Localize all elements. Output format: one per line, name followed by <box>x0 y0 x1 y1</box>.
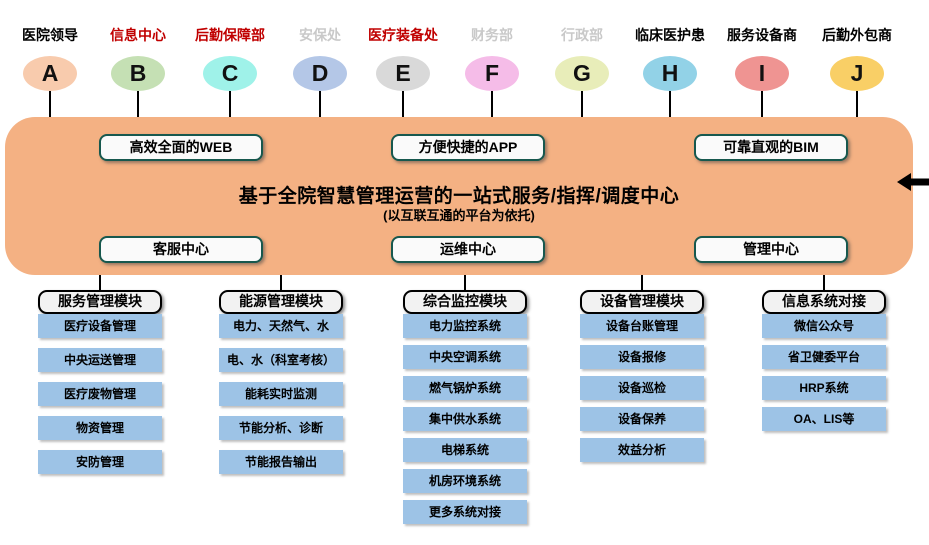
connector-line <box>464 275 466 290</box>
actor-medical-equipment-dept: 医疗装备处 E <box>353 27 453 118</box>
module-item: 省卫健委平台 <box>762 345 886 369</box>
connector-line <box>402 91 404 118</box>
connector-line <box>669 91 671 118</box>
actor-hospital-leadership: 医院领导 A <box>0 27 100 118</box>
actor-label: 行政部 <box>561 27 603 43</box>
actor-label: 医疗装备处 <box>368 27 438 43</box>
connector-line <box>319 91 321 118</box>
actor-ellipse: G <box>555 56 609 91</box>
connector-line <box>581 91 583 118</box>
actor-label: 服务设备商 <box>727 27 797 43</box>
module-item: 集中供水系统 <box>403 407 527 431</box>
actor-ellipse: I <box>735 56 789 91</box>
actor-logistics-outsourcing-vendor: 后勤外包商 J <box>807 27 907 118</box>
module-item: 效益分析 <box>580 438 704 462</box>
platform-subtitle: (以互联互通的平台为依托) <box>383 208 535 223</box>
column-information-system-integration: 信息系统对接 微信公众号 省卫健委平台 HRP系统 OA、LIS等 <box>762 290 886 431</box>
actor-ellipse: F <box>465 56 519 91</box>
module-item: 设备保养 <box>580 407 704 431</box>
module-item: 电力监控系统 <box>403 314 527 338</box>
module-item: 节能报告输出 <box>219 450 343 474</box>
operation-maintenance-center-button: 运维中心 <box>391 236 545 263</box>
module-item: 电力、天然气、水 <box>219 314 343 338</box>
actor-ellipse: D <box>293 56 347 91</box>
module-item: 电、水（科室考核） <box>219 348 343 372</box>
connector-line <box>641 275 643 290</box>
actor-label: 后勤外包商 <box>822 27 892 43</box>
actor-logistics-support: 后勤保障部 C <box>180 27 280 118</box>
actor-information-center: 信息中心 B <box>88 27 188 118</box>
management-center-button: 管理中心 <box>694 236 848 263</box>
column-header: 能源管理模块 <box>219 290 343 314</box>
actor-ellipse: J <box>830 56 884 91</box>
actor-label: 后勤保障部 <box>195 27 265 43</box>
module-item: 节能分析、诊断 <box>219 416 343 440</box>
module-item: 更多系统对接 <box>403 500 527 524</box>
web-button: 高效全面的WEB <box>99 134 263 161</box>
module-item: 设备巡检 <box>580 376 704 400</box>
bim-button: 可靠直观的BIM <box>694 134 848 161</box>
left-arrow-icon <box>897 173 929 191</box>
column-header: 综合监控模块 <box>403 290 527 314</box>
connector-line <box>229 91 231 118</box>
customer-service-center-button: 客服中心 <box>99 236 263 263</box>
module-item: 医疗设备管理 <box>38 314 162 338</box>
actor-label: 医院领导 <box>22 27 78 43</box>
connector-line <box>856 91 858 118</box>
connector-line <box>823 275 825 290</box>
module-item: 中央空调系统 <box>403 345 527 369</box>
actor-ellipse: A <box>23 56 77 91</box>
column-service-management: 服务管理模块 医疗设备管理 中央运送管理 医疗废物管理 物资管理 安防管理 <box>38 290 162 474</box>
actor-administration-dept: 行政部 G <box>532 27 632 118</box>
connector-line <box>761 91 763 118</box>
connector-line <box>137 91 139 118</box>
connector-line <box>280 275 282 290</box>
actor-ellipse: B <box>111 56 165 91</box>
module-item: HRP系统 <box>762 376 886 400</box>
actor-label: 信息中心 <box>110 27 166 43</box>
actor-ellipse: E <box>376 56 430 91</box>
connector-line <box>49 91 51 118</box>
app-button: 方便快捷的APP <box>391 134 545 161</box>
module-item: 物资管理 <box>38 416 162 440</box>
module-item: OA、LIS等 <box>762 407 886 431</box>
module-item: 机房环境系统 <box>403 469 527 493</box>
module-item: 中央运送管理 <box>38 348 162 372</box>
actor-ellipse: C <box>203 56 257 91</box>
module-item: 设备报修 <box>580 345 704 369</box>
module-item: 燃气锅炉系统 <box>403 376 527 400</box>
platform-title: 基于全院智慧管理运营的一站式服务/指挥/调度中心 <box>238 186 680 207</box>
module-item: 医疗废物管理 <box>38 382 162 406</box>
module-item: 安防管理 <box>38 450 162 474</box>
module-item: 微信公众号 <box>762 314 886 338</box>
actor-label: 临床医护患 <box>635 27 705 43</box>
actor-clinical-staff-patients: 临床医护患 H <box>620 27 720 118</box>
module-item: 能耗实时监测 <box>219 382 343 406</box>
actor-service-equipment-vendor: 服务设备商 I <box>712 27 812 118</box>
column-header: 服务管理模块 <box>38 290 162 314</box>
actor-ellipse: H <box>643 56 697 91</box>
actor-finance-dept: 财务部 F <box>442 27 542 118</box>
actor-label: 安保处 <box>299 27 341 43</box>
module-item: 设备台账管理 <box>580 314 704 338</box>
column-integrated-monitoring: 综合监控模块 电力监控系统 中央空调系统 燃气锅炉系统 集中供水系统 电梯系统 … <box>403 290 527 524</box>
actor-security-office: 安保处 D <box>270 27 370 118</box>
column-equipment-management: 设备管理模块 设备台账管理 设备报修 设备巡检 设备保养 效益分析 <box>580 290 704 462</box>
column-header: 设备管理模块 <box>580 290 704 314</box>
module-item: 电梯系统 <box>403 438 527 462</box>
column-header: 信息系统对接 <box>762 290 886 314</box>
connector-line <box>99 275 101 290</box>
connector-line <box>491 91 493 118</box>
column-energy-management: 能源管理模块 电力、天然气、水 电、水（科室考核） 能耗实时监测 节能分析、诊断… <box>219 290 343 474</box>
actor-label: 财务部 <box>471 27 513 43</box>
